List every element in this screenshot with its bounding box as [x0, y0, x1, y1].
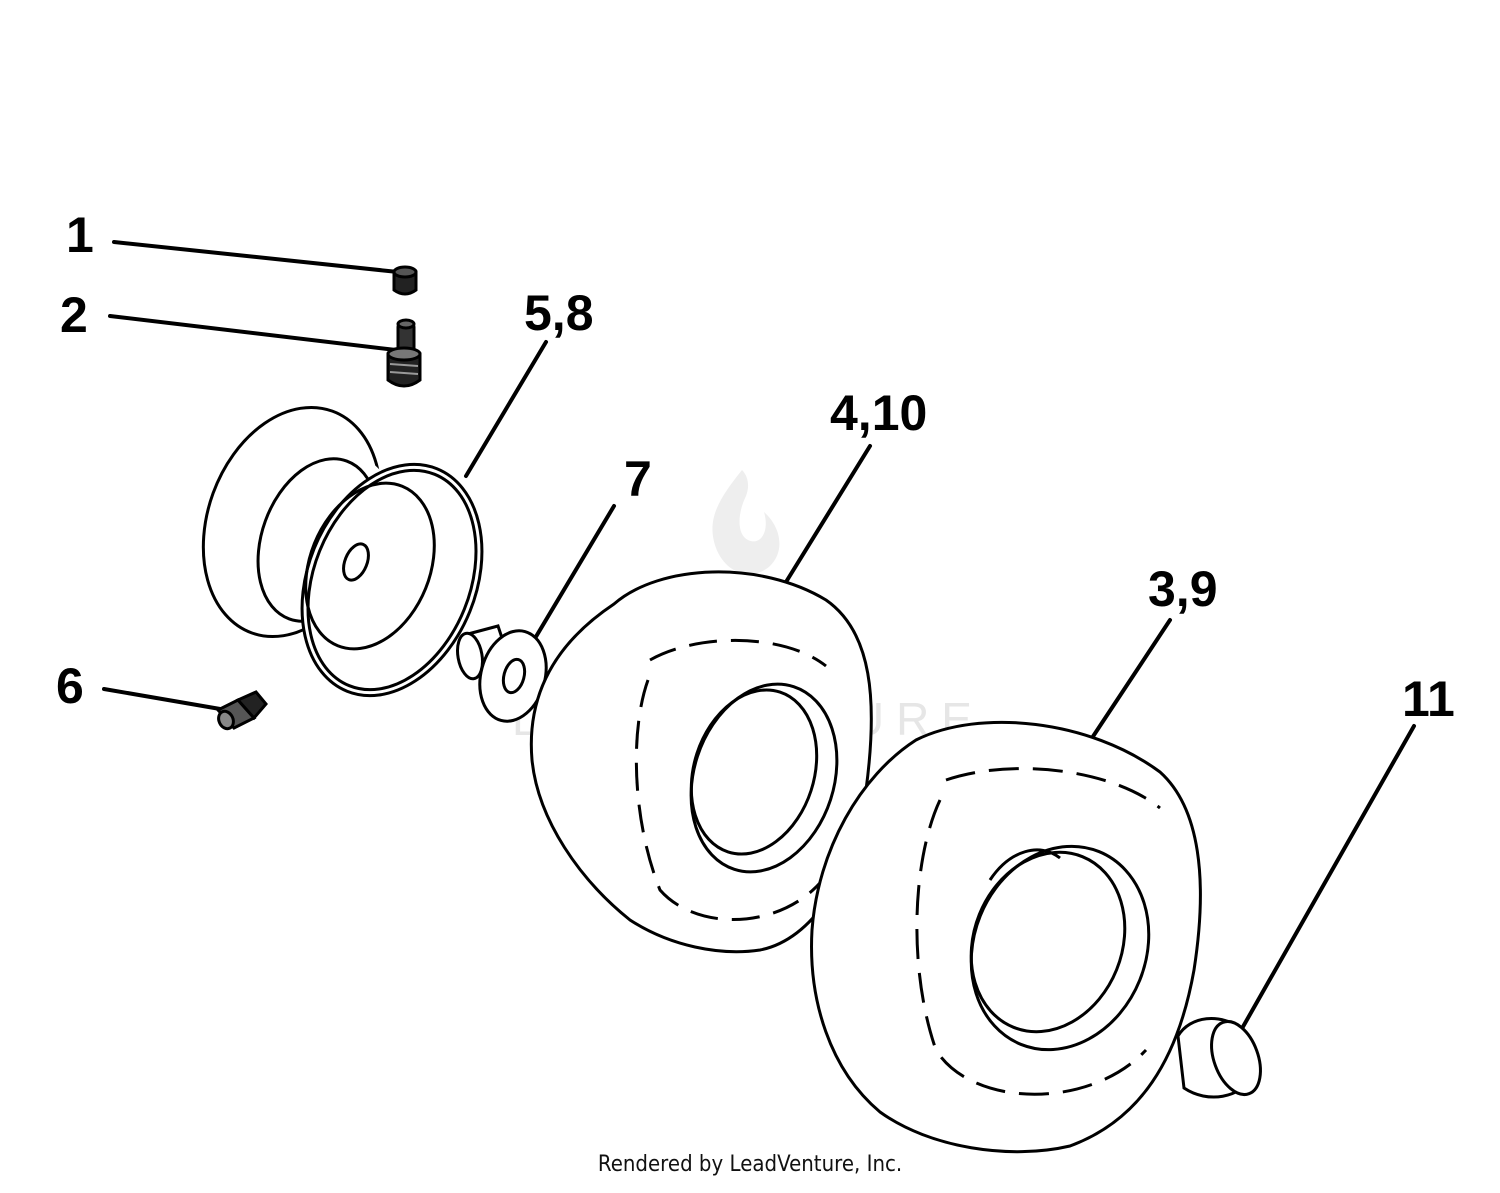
leader-lines: [102, 240, 1416, 1034]
callout-4-10: 4,10: [830, 385, 927, 441]
leader-line-4-10: [784, 444, 872, 584]
leader-line-7: [532, 504, 616, 642]
callout-3-9: 3,9: [1148, 561, 1218, 617]
leader-line-11: [1238, 724, 1416, 1034]
callout-2: 2: [60, 287, 88, 343]
wheel-rim: [173, 382, 515, 722]
callout-6: 6: [56, 658, 84, 714]
leader-line-6: [102, 687, 228, 712]
leader-line-3-9: [1086, 618, 1172, 746]
grease-fitting: [216, 692, 266, 731]
leader-line-2: [108, 314, 398, 352]
valve-cap: [394, 267, 416, 294]
callout-11: 11: [1402, 671, 1455, 727]
watermark-flame-icon: [712, 470, 780, 575]
leader-line-1: [112, 240, 400, 274]
front-tire: [531, 572, 871, 952]
footer-credit: Rendered by LeadVenture, Inc.: [597, 1152, 903, 1177]
leader-line-5-8: [464, 340, 548, 478]
callout-1: 1: [66, 207, 94, 263]
flange-bushing: [454, 623, 556, 728]
rear-tire: [812, 722, 1201, 1151]
callout-labels: 1 2 5,8 6 7 4,10 3,9 11: [56, 207, 1455, 727]
callout-7: 7: [624, 451, 652, 507]
callout-5-8: 5,8: [524, 285, 594, 341]
valve-stem: [388, 320, 420, 386]
hub-cap: [1178, 1015, 1270, 1101]
